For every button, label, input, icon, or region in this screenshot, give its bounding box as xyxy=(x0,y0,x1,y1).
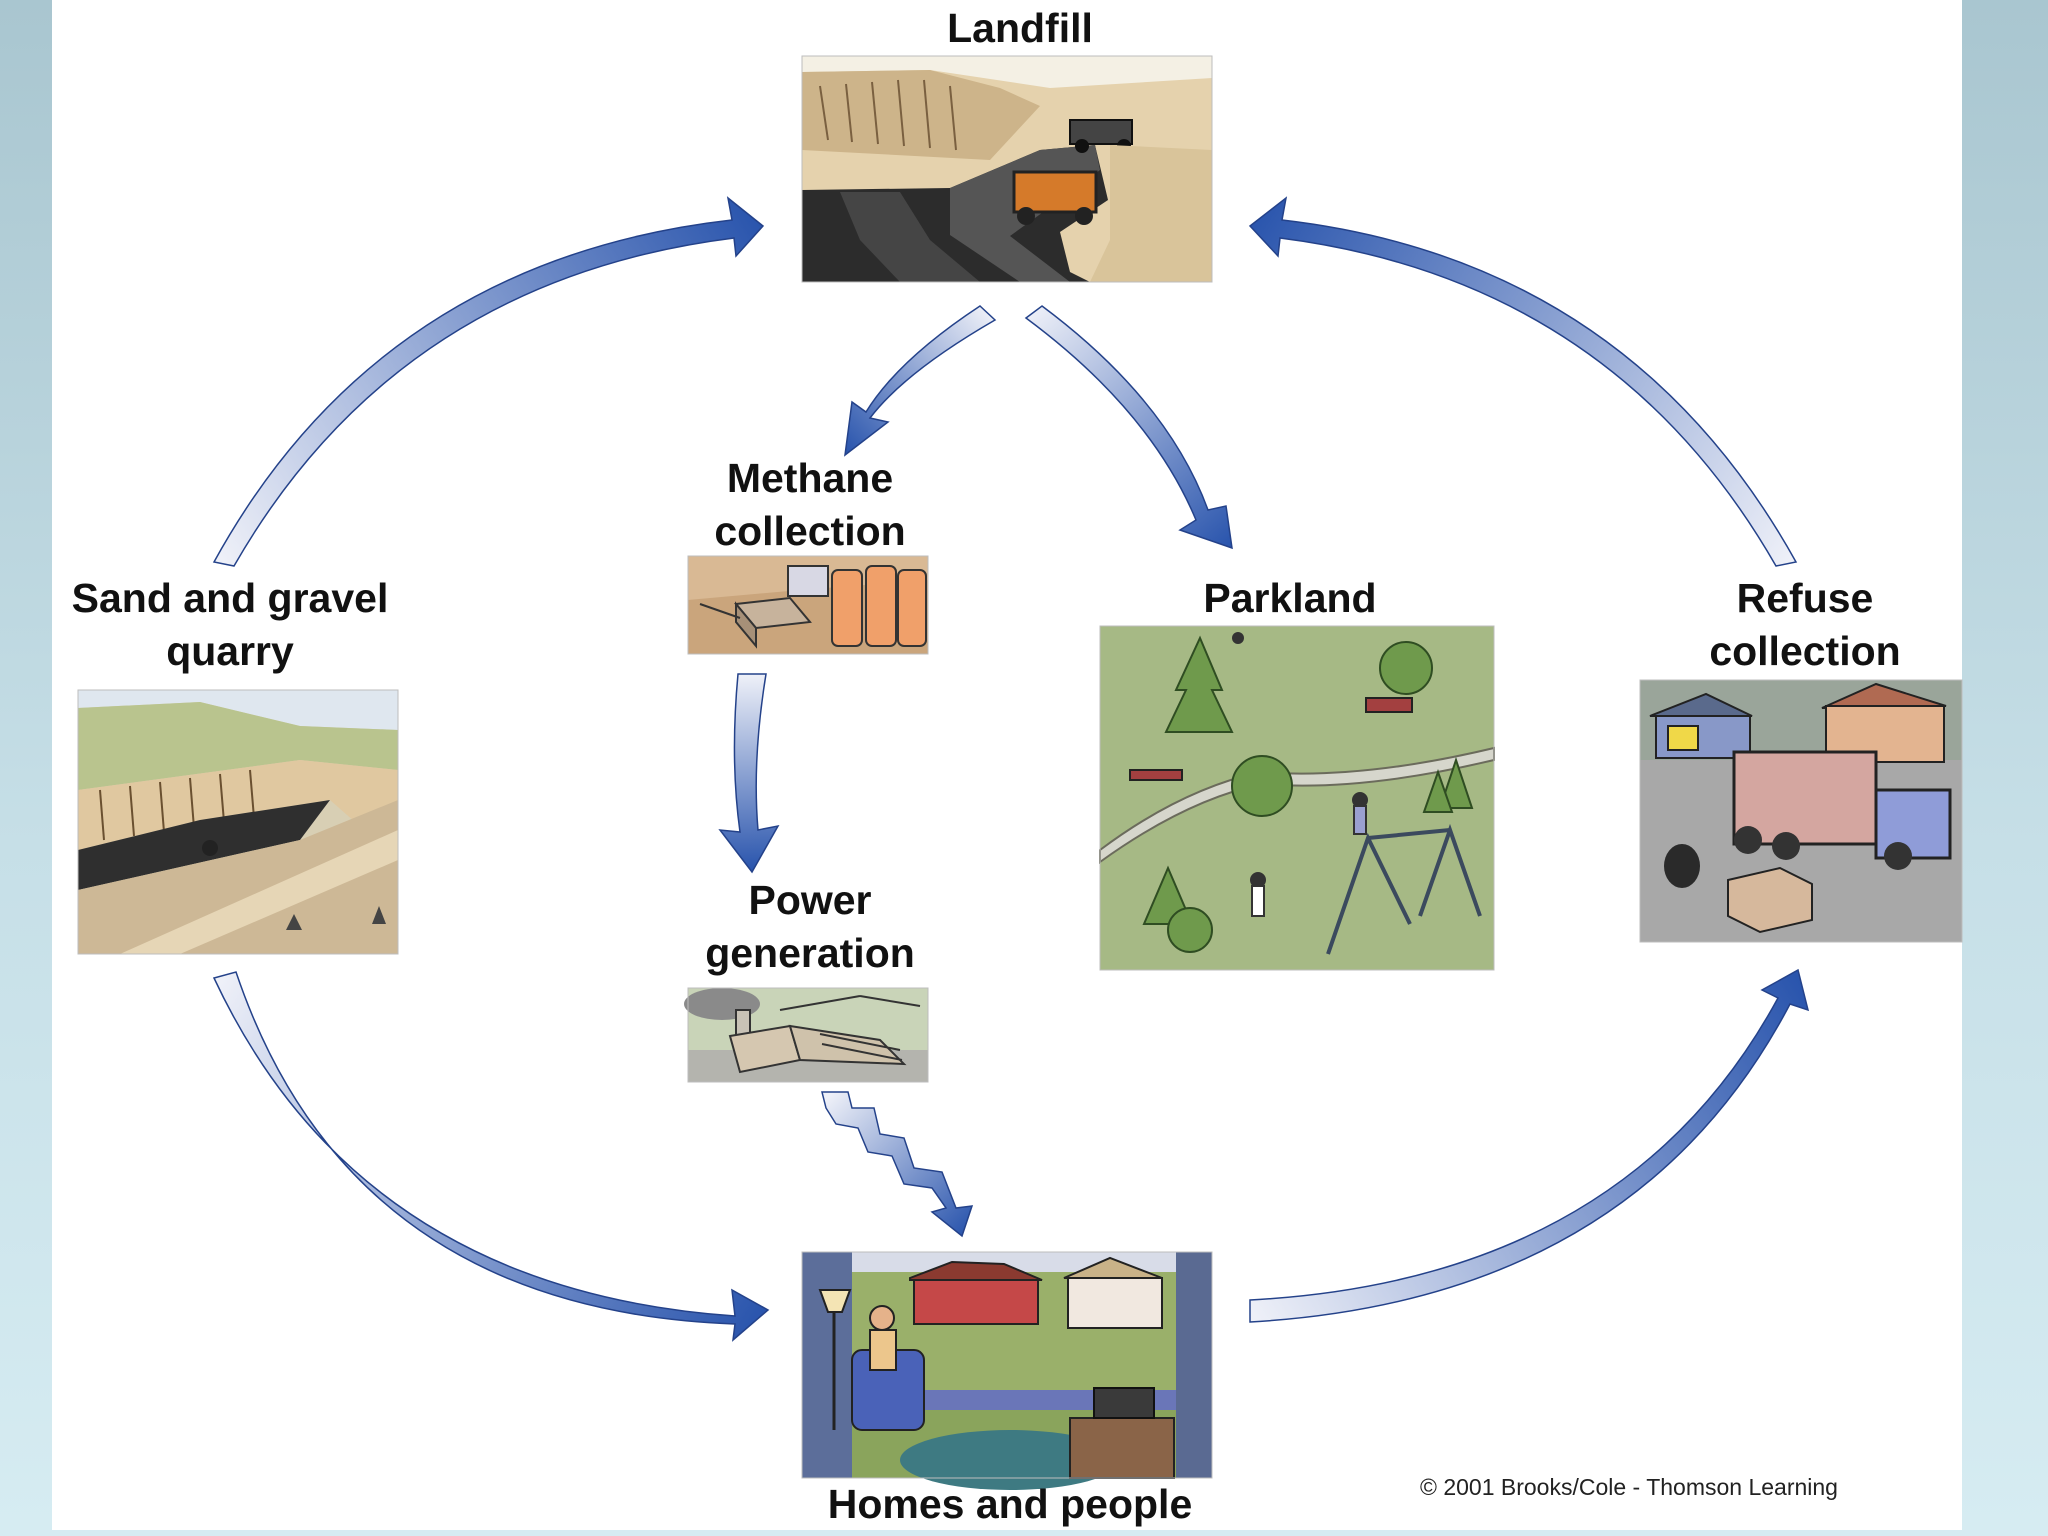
power-generation-illustration xyxy=(684,988,928,1082)
label-power-line1: Power xyxy=(748,877,872,923)
parkland-illustration xyxy=(1099,626,1495,970)
arrow-quarry-to-homes xyxy=(212,971,770,1342)
illustration-frames xyxy=(77,55,1963,1479)
arrow-landfill-to-parkland xyxy=(1024,305,1233,550)
copyright-notice: © 2001 Brooks/Cole - Thomson Learning xyxy=(1420,1474,1838,1500)
refuse-collection-illustration xyxy=(1640,680,1962,942)
arrow-refuse-to-landfill xyxy=(1248,196,1798,567)
methane-collection-illustration xyxy=(688,556,928,654)
label-quarry-line1: Sand and gravel xyxy=(71,575,389,621)
landfill-illustration xyxy=(802,56,1212,282)
label-refuse-line2: collection xyxy=(1709,628,1901,674)
arrow-landfill-to-methane xyxy=(844,305,997,457)
label-power-generation: Power generation xyxy=(660,874,960,980)
arrow-quarry-to-landfill xyxy=(212,196,765,567)
arrow-power-to-homes-bolt xyxy=(821,1091,974,1238)
arrow-homes-to-refuse xyxy=(1249,968,1810,1323)
label-methane-collection: Methane collection xyxy=(660,452,960,558)
label-landfill: Landfill xyxy=(947,5,1093,51)
label-methane-line2: collection xyxy=(714,508,906,554)
label-refuse-collection: Refuse collection xyxy=(1660,572,1950,678)
label-parkland: Parkland xyxy=(1203,575,1377,621)
arrow-methane-to-power xyxy=(718,673,780,874)
label-power-line2: generation xyxy=(705,930,915,976)
label-quarry-line2: quarry xyxy=(166,628,294,674)
label-homes-and-people: Homes and people xyxy=(827,1481,1193,1527)
label-refuse-line1: Refuse xyxy=(1736,575,1874,621)
homes-and-people-illustration xyxy=(802,1252,1212,1490)
label-sand-and-gravel-quarry: Sand and gravel quarry xyxy=(40,572,420,678)
label-methane-line1: Methane xyxy=(726,455,894,501)
quarry-illustration xyxy=(78,690,398,954)
